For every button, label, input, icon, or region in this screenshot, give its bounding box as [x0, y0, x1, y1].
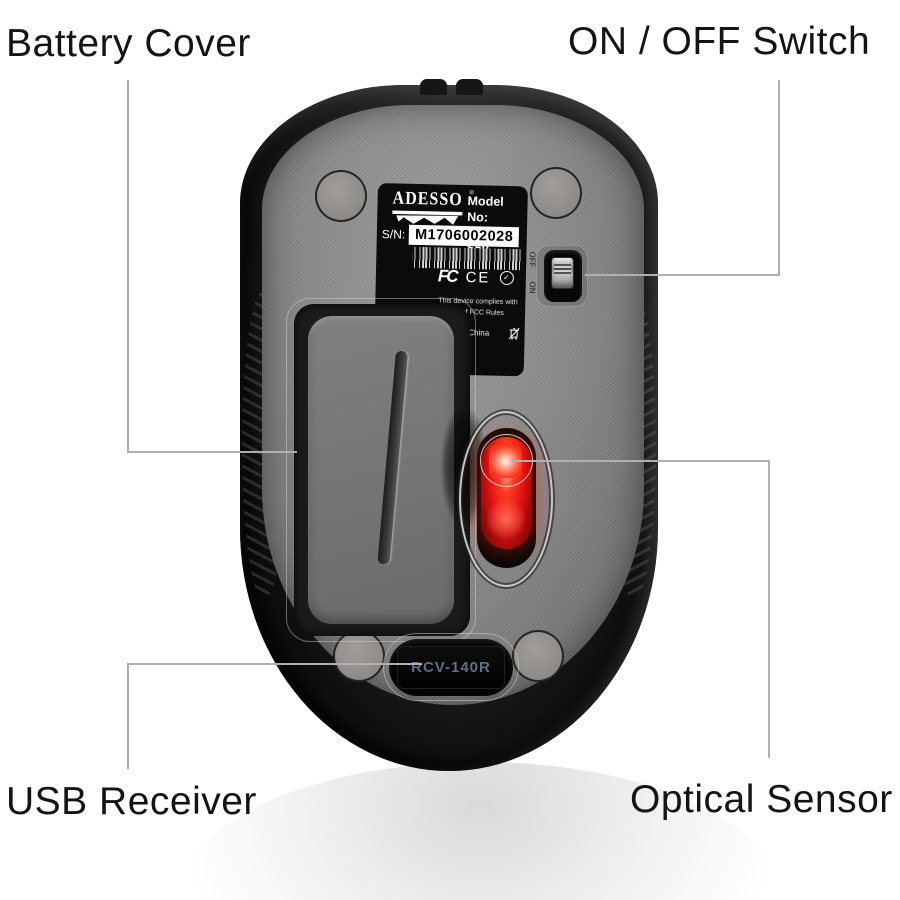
serial-row: S/N: M1706002028 [381, 224, 520, 248]
product-label-sticker: ADESSO ® Model No: iMouse S50 S/N: M1706… [373, 183, 528, 377]
leader-line-optical-sensor [511, 460, 770, 462]
front-tab [420, 79, 447, 95]
leader-line-battery-cover [127, 451, 297, 453]
leader-line-on-off-switch [585, 274, 780, 276]
callout-usb-receiver: USB Receiver [6, 780, 257, 823]
switch-off-marking: OFF [527, 251, 537, 268]
glide-foot [512, 630, 564, 682]
switch-on-marking: ON [527, 281, 537, 294]
receiver-model-text: RCV-140R [411, 659, 491, 676]
usb-receiver-face: RCV-140R [397, 646, 505, 689]
fcc-mark-icon: FC [437, 266, 457, 286]
optical-sensor-glow [487, 497, 525, 541]
callout-optical-sensor: Optical Sensor [630, 778, 893, 821]
glide-foot [530, 167, 582, 219]
brand-logo-wave [396, 214, 458, 224]
weee-bin-icon [508, 327, 520, 340]
brand-name: ADESSO [392, 189, 463, 216]
certification-circle-icon: ✓ [499, 270, 514, 286]
leader-line-optical-sensor [768, 460, 770, 758]
adesso-logo: ADESSO ® [387, 189, 474, 225]
origin-row: Made in China [437, 325, 520, 340]
front-tab [456, 79, 483, 95]
usb-receiver-seam [383, 633, 519, 701]
callout-battery-cover: Battery Cover [6, 22, 251, 65]
leader-line-on-off-switch [778, 80, 780, 275]
model-label: Model No: [467, 194, 504, 225]
leader-line-battery-cover [127, 80, 129, 452]
callout-on-off-switch: ON / OFF Switch [568, 20, 871, 63]
serial-label: S/N: [381, 227, 406, 242]
mouse-bottom-view: ADESSO ® Model No: iMouse S50 S/N: M1706… [240, 79, 658, 771]
glide-foot [315, 170, 367, 222]
leader-line-usb-receiver [127, 663, 129, 769]
leader-line-usb-receiver [127, 663, 422, 665]
serial-number: M1706002028 [408, 224, 520, 248]
battery-cover[interactable] [308, 316, 454, 624]
sensor-oval-ring [459, 411, 553, 587]
ce-mark-icon: CE [465, 268, 491, 287]
on-off-switch-slider[interactable] [551, 257, 574, 289]
usb-receiver-slot[interactable]: RCV-140R [389, 639, 513, 696]
certification-marks: FC CE ✓ [438, 266, 514, 288]
